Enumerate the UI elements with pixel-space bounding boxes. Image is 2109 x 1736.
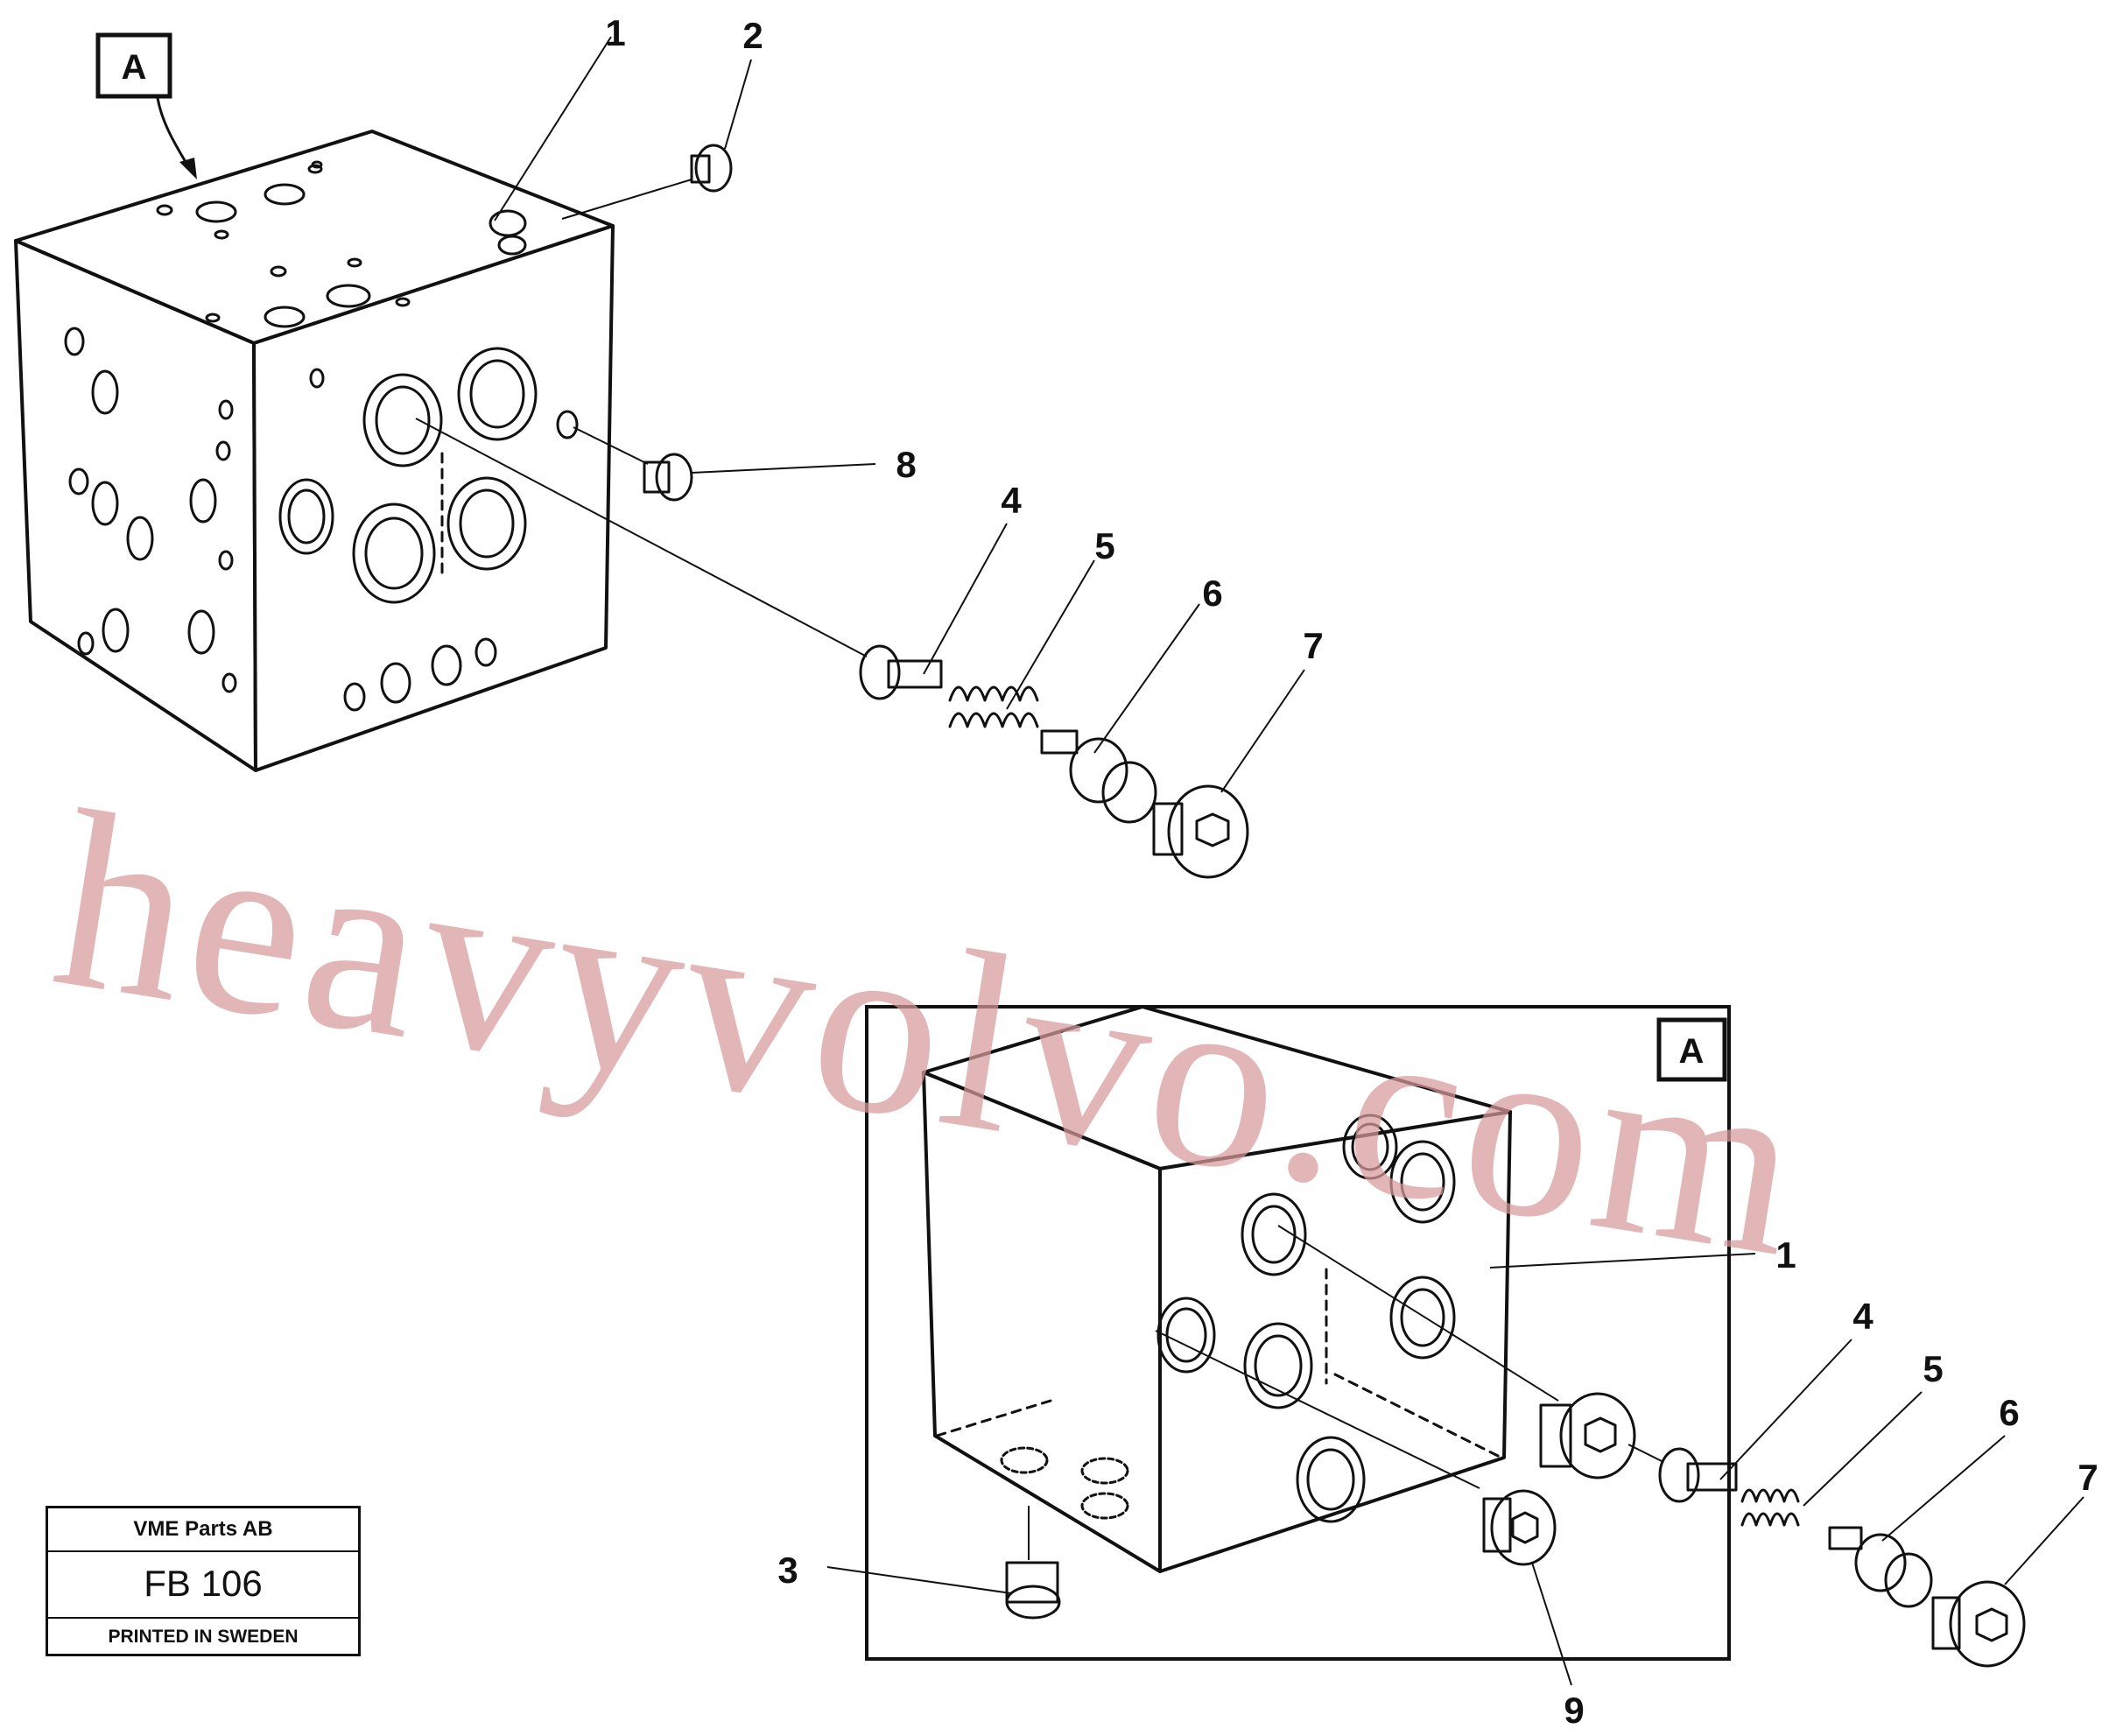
callout-8: 8 [896, 444, 916, 485]
title-block-figure: FB 106 [48, 1550, 358, 1619]
callout-1: 1 [605, 12, 625, 53]
main-assembly-parts [415, 36, 1305, 879]
inset-callout-1: 1 [1775, 1234, 1796, 1276]
title-block-company: VME Parts AB [48, 1508, 358, 1552]
view-marker-a-label: A [122, 48, 147, 87]
inset-callout-4: 4 [1852, 1296, 1873, 1337]
title-block: VME Parts AB FB 106 PRINTED IN SWEDEN [46, 1506, 361, 1656]
inset-callout-7: 7 [2077, 1457, 2098, 1498]
inset-callout-9: 9 [1564, 1690, 1584, 1731]
inset-assembly-parts [826, 1225, 2084, 1686]
inset-frame: A [865, 1005, 1731, 1661]
valve-block-inset [922, 1005, 1512, 1573]
title-block-printed: PRINTED IN SWEDEN [108, 1626, 299, 1647]
valve-block-main [14, 130, 615, 772]
inset-callout-5: 5 [1923, 1348, 1943, 1389]
inset-callout-3: 3 [777, 1550, 798, 1591]
callout-2: 2 [742, 15, 763, 56]
callout-6: 6 [1202, 573, 1222, 614]
inset-callout-6: 6 [1999, 1392, 2019, 1433]
callout-4: 4 [1001, 480, 1022, 521]
callout-7: 7 [1303, 625, 1323, 666]
inset-marker-a-label: A [1679, 1032, 1705, 1071]
callout-5: 5 [1094, 525, 1114, 566]
view-marker-a: A [95, 32, 197, 179]
